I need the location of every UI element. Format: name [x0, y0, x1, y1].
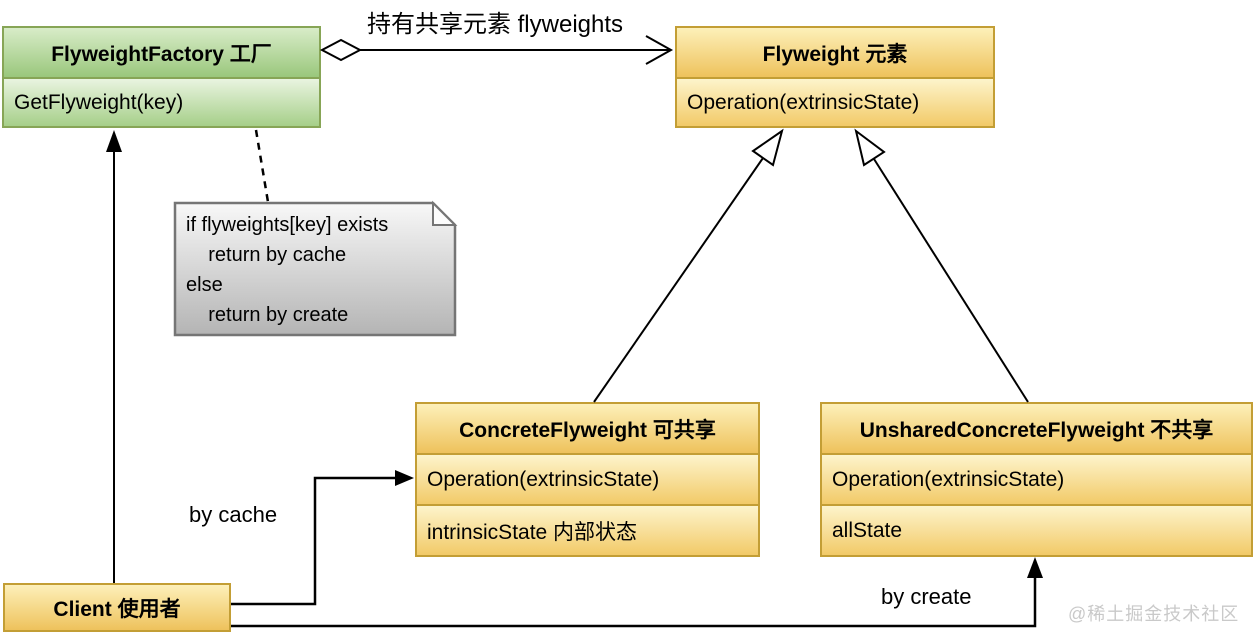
class-method: GetFlyweight(key) [4, 77, 319, 126]
class-method: Operation(extrinsicState) [677, 77, 993, 126]
by-cache-edge-label: by cache [189, 502, 278, 527]
by-create-edge-label: by create [881, 584, 972, 609]
class-method: Operation(extrinsicState) [417, 453, 758, 504]
class-title: FlyweightFactory 工厂 [4, 28, 319, 77]
class-title: UnsharedConcreteFlyweight 不共享 [822, 404, 1251, 453]
class-title: ConcreteFlyweight 可共享 [417, 404, 758, 453]
note-fold-icon [432, 200, 458, 226]
by-cache-edge [231, 470, 414, 606]
class-box-concrete-flyweight: ConcreteFlyweight 可共享 Operation(extrinsi… [415, 402, 760, 557]
watermark-text: @稀土掘金技术社区 [1068, 604, 1240, 624]
class-title: Client 使用者 [5, 585, 229, 630]
solid-arrowhead-icon [395, 470, 414, 486]
hollow-triangle-icon [751, 128, 784, 167]
client-to-factory-edge [106, 130, 122, 583]
class-attribute: intrinsicState 内部状态 [417, 504, 758, 555]
class-method: Operation(extrinsicState) [822, 453, 1251, 504]
solid-arrowhead-icon [106, 130, 122, 152]
class-box-flyweight-factory: FlyweightFactory 工厂 GetFlyweight(key) [2, 26, 321, 128]
aggregation-edge [319, 35, 674, 65]
concrete-generalization-edge [593, 128, 784, 403]
note-line: else [186, 274, 223, 296]
solid-arrowhead-icon [1027, 557, 1043, 578]
note-line: if flyweights[key] exists [186, 214, 389, 236]
open-arrowhead-icon [645, 35, 674, 65]
class-title: Flyweight 元素 [677, 28, 993, 77]
aggregation-diamond-icon [319, 38, 363, 62]
note-dashed-link [254, 129, 270, 203]
class-attribute: allState [822, 504, 1251, 555]
unshared-generalization-edge [854, 128, 1029, 403]
aggregation-edge-label: 持有共享元素 flyweights [366, 11, 624, 38]
class-box-unshared-concrete-flyweight: UnsharedConcreteFlyweight 不共享 Operation(… [820, 402, 1253, 557]
class-box-flyweight: Flyweight 元素 Operation(extrinsicState) [675, 26, 995, 128]
note-line: return by create [186, 304, 349, 326]
note-line: return by cache [186, 244, 347, 266]
class-box-client: Client 使用者 [3, 583, 231, 632]
hollow-triangle-icon [854, 128, 886, 167]
note-text: if flyweights[key] exists return by cach… [186, 210, 388, 330]
